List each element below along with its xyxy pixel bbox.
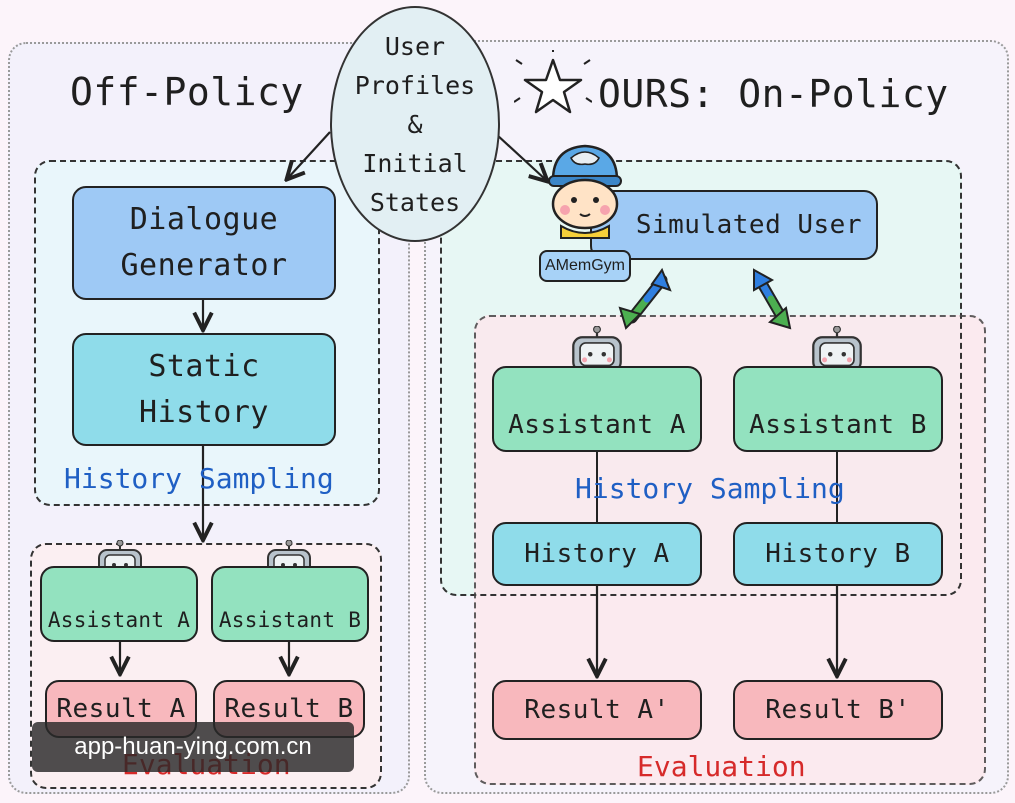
star-icon xyxy=(514,50,592,114)
right-result-a-node: Result A' xyxy=(492,680,702,740)
right-history-a-node: History A xyxy=(492,522,702,586)
user-avatar-icon xyxy=(548,144,622,239)
left-assistant-b-node: Assistant B xyxy=(211,566,369,642)
right-evaluation-box xyxy=(474,315,986,785)
left-evaluation-box xyxy=(30,543,382,789)
bidirectional-arrow-b xyxy=(753,268,792,330)
left-history-box xyxy=(34,160,380,506)
user-profiles-text: User Profiles & Initial States xyxy=(354,31,476,217)
user-profiles-ellipse: User Profiles & Initial States xyxy=(330,6,500,242)
simulated-user-node: Simulated User xyxy=(590,190,878,260)
on-policy-title: OURS: On-Policy xyxy=(598,72,949,116)
right-assistant-b-node: Assistant B xyxy=(733,366,943,452)
right-history-sampling-label: History Sampling xyxy=(575,472,845,505)
left-history-sampling-label: History Sampling xyxy=(64,462,334,495)
right-evaluation-label: Evaluation xyxy=(637,750,806,783)
left-assistant-a-node: Assistant A xyxy=(40,566,198,642)
right-result-b-node: Result B' xyxy=(733,680,943,740)
dialogue-generator-node: Dialogue Generator xyxy=(72,186,336,300)
bidirectional-arrow-a xyxy=(618,267,672,330)
watermark-text: app-huan-ying.com.cn xyxy=(74,733,312,760)
watermark-banner: app-huan-ying.com.cn xyxy=(32,722,354,772)
right-history-box xyxy=(440,160,962,596)
off-policy-title: Off-Policy xyxy=(70,70,304,114)
static-history-node: Static History xyxy=(72,333,336,446)
amemgym-badge: AMemGym xyxy=(539,250,631,282)
right-history-b-node: History B xyxy=(733,522,943,586)
right-assistant-a-node: Assistant A xyxy=(492,366,702,452)
